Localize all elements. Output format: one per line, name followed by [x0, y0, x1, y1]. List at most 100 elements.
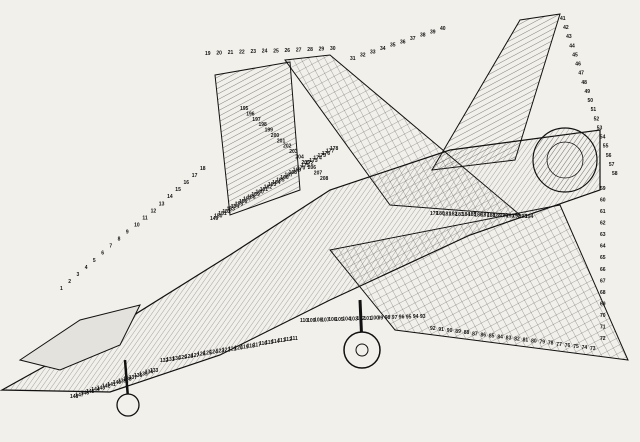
callout-104: 104	[342, 317, 351, 323]
callout-74: 74	[582, 345, 588, 351]
cockpit-canopy	[18, 304, 141, 371]
callout-103: 103	[349, 316, 358, 322]
callout-124: 124	[210, 350, 219, 356]
callout-88: 88	[464, 330, 470, 336]
callout-4: 4	[85, 265, 88, 271]
callout-33: 33	[370, 49, 376, 55]
callout-36: 36	[400, 39, 406, 45]
callout-120: 120	[234, 345, 243, 351]
callout-147: 147	[75, 392, 84, 398]
callout-18: 18	[200, 166, 206, 172]
callout-176: 176	[322, 151, 331, 157]
callout-161: 161	[260, 187, 269, 193]
callout-108: 108	[314, 318, 323, 324]
callout-23: 23	[251, 49, 257, 55]
callout-171: 171	[301, 163, 310, 169]
callout-25: 25	[273, 48, 279, 54]
callout-59: 59	[600, 186, 606, 192]
callout-130: 130	[172, 356, 181, 362]
callout-82: 82	[514, 337, 520, 343]
callout-129: 129	[179, 355, 188, 361]
callout-51: 51	[591, 107, 597, 113]
callout-141: 141	[107, 382, 116, 388]
callout-3: 3	[77, 272, 80, 278]
callout-19: 19	[205, 51, 211, 57]
engine-nozzle	[532, 127, 598, 193]
callout-22: 22	[239, 50, 245, 56]
callout-29: 29	[319, 47, 325, 53]
callout-191: 191	[506, 213, 515, 219]
callout-24: 24	[262, 49, 268, 55]
callout-175: 175	[318, 153, 327, 159]
callout-49: 49	[585, 89, 591, 95]
callout-78: 78	[548, 341, 554, 347]
callout-64: 64	[600, 244, 606, 250]
callout-131: 131	[166, 357, 175, 363]
callout-106: 106	[328, 317, 337, 323]
air-intake	[214, 61, 301, 216]
callout-13: 13	[159, 201, 165, 207]
callout-174: 174	[313, 156, 322, 162]
callout-204: 204	[295, 155, 304, 161]
callout-153: 153	[227, 206, 236, 212]
callout-98: 98	[385, 315, 391, 321]
callout-149: 149	[210, 216, 219, 222]
callout-168: 168	[289, 170, 298, 176]
callout-47: 47	[578, 71, 584, 77]
callout-139: 139	[118, 378, 127, 384]
callout-163: 163	[268, 182, 277, 188]
callout-187: 187	[481, 213, 490, 219]
callout-195: 195	[240, 106, 249, 112]
callout-35: 35	[390, 43, 396, 49]
callout-121: 121	[228, 347, 237, 353]
callout-148: 148	[70, 394, 79, 400]
callout-205: 205	[302, 160, 311, 166]
callout-125: 125	[203, 351, 212, 357]
callout-52: 52	[594, 116, 600, 122]
callout-154: 154	[231, 204, 240, 210]
callout-138: 138	[123, 377, 132, 383]
main-landing-gear	[343, 299, 381, 369]
callout-95: 95	[406, 315, 412, 321]
callout-158: 158	[247, 194, 256, 200]
callout-94: 94	[413, 314, 419, 320]
callout-56: 56	[606, 153, 612, 159]
callout-62: 62	[600, 221, 606, 227]
callout-156: 156	[239, 199, 248, 205]
callout-57: 57	[609, 162, 615, 168]
callout-79: 79	[540, 340, 546, 346]
callout-48: 48	[581, 80, 587, 86]
callout-201: 201	[277, 138, 286, 144]
callout-28: 28	[307, 47, 313, 53]
callout-12: 12	[151, 208, 157, 214]
callout-39: 39	[430, 29, 436, 35]
callout-199: 199	[265, 128, 274, 134]
callout-91: 91	[438, 327, 444, 333]
callout-114: 114	[271, 339, 279, 345]
callout-80: 80	[531, 339, 537, 345]
callout-99: 99	[378, 315, 384, 321]
callout-68: 68	[600, 290, 606, 296]
callout-63: 63	[600, 232, 606, 238]
callout-184: 184	[462, 212, 471, 218]
callout-123: 123	[216, 349, 225, 355]
callout-15: 15	[175, 187, 181, 193]
callout-128: 128	[185, 354, 194, 360]
callout-155: 155	[235, 202, 244, 208]
callout-26: 26	[285, 48, 291, 54]
callout-152: 152	[222, 209, 231, 215]
callout-44: 44	[569, 43, 575, 49]
callout-76: 76	[565, 343, 571, 349]
callout-43: 43	[566, 34, 572, 40]
callout-102: 102	[357, 316, 366, 322]
callout-54: 54	[600, 135, 606, 141]
callout-196: 196	[246, 111, 255, 117]
callout-159: 159	[251, 192, 260, 198]
callout-17: 17	[192, 173, 198, 179]
callout-192: 192	[512, 214, 521, 220]
callout-66: 66	[600, 267, 606, 273]
callout-126: 126	[197, 352, 206, 358]
callout-71: 71	[600, 325, 606, 331]
callout-46: 46	[575, 62, 581, 68]
callout-207: 207	[314, 171, 323, 177]
